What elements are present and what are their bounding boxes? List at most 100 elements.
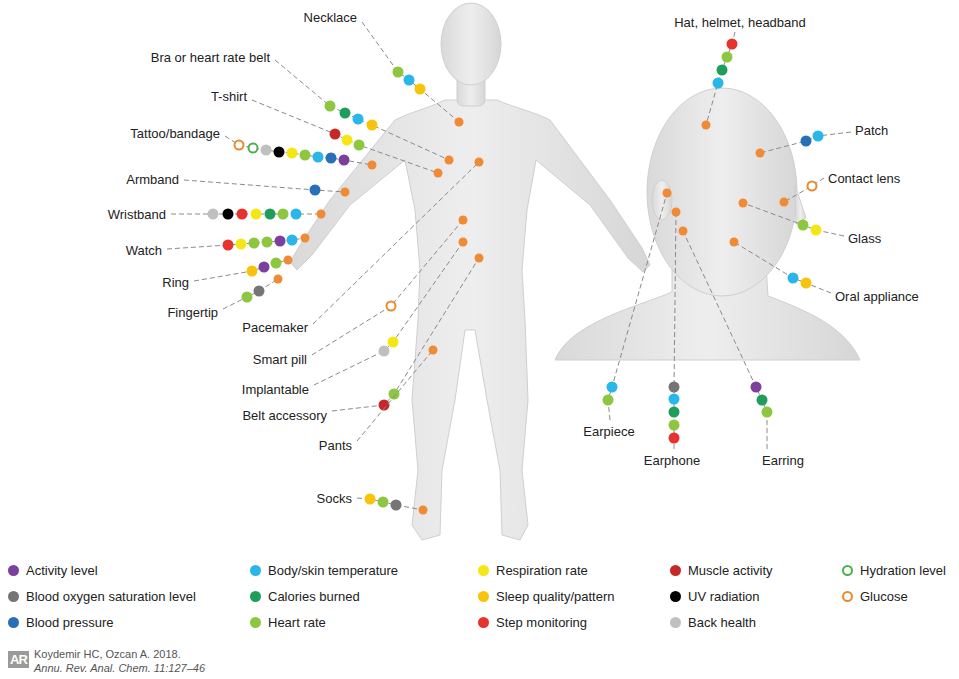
leader-line [252, 100, 438, 173]
legend-swatch [842, 591, 853, 602]
leader-line [225, 136, 372, 165]
metric-dot [713, 78, 724, 89]
metric-dot [415, 84, 426, 95]
device-label: Earpiece [583, 424, 634, 439]
leader-line [362, 22, 459, 122]
metric-dot [788, 273, 799, 284]
metric-dot [223, 209, 234, 220]
legend-label: Blood pressure [26, 615, 113, 630]
metric-dot [388, 337, 399, 348]
citation-text: Koydemir HC, Ozcan A. 2018. [34, 647, 181, 662]
metric-dot [393, 67, 404, 78]
legend-label: Heart rate [268, 615, 326, 630]
metric-dot [287, 148, 298, 159]
body-figure [290, 3, 650, 540]
device-label: Armband [126, 172, 179, 187]
device-label: Contact lens [828, 171, 900, 186]
body-site-dot [434, 169, 443, 178]
metric-dot [801, 278, 812, 289]
body-site-dot [368, 161, 377, 170]
metric-dot [798, 220, 809, 231]
metric-dot [727, 39, 738, 50]
metric-dot [762, 407, 773, 418]
metric-dot [391, 500, 402, 511]
legend-swatch [250, 591, 261, 602]
legend-swatch [250, 565, 261, 576]
body-site-dot [459, 238, 468, 247]
metric-dot [607, 382, 618, 393]
legend-swatch [478, 591, 489, 602]
leader-line [312, 220, 463, 355]
device-label: Pacemaker [242, 320, 308, 335]
device-label: Earring [762, 453, 804, 468]
metric-dot [326, 153, 337, 164]
legend-label: Step monitoring [496, 615, 587, 630]
metric-dot [235, 141, 244, 150]
metric-dot [669, 420, 680, 431]
metric-dot [325, 101, 336, 112]
body-site-dot [455, 118, 464, 127]
leader-line [683, 231, 767, 449]
leader-line [275, 60, 449, 160]
metric-dot [717, 65, 728, 76]
metric-dot [310, 185, 321, 196]
leader-line [332, 258, 479, 411]
legend-label: Body/skin temperature [268, 563, 398, 578]
metric-dot [757, 395, 768, 406]
legend-label: Activity level [26, 563, 98, 578]
body-site-dot [475, 158, 484, 167]
metric-dot [249, 238, 260, 249]
metric-dot [669, 433, 680, 444]
metric-dot [387, 302, 396, 311]
metric-dot [340, 108, 351, 119]
device-label: Earphone [644, 453, 700, 468]
device-label: Necklace [304, 10, 357, 25]
body-site-dot [702, 121, 711, 130]
legend-label: Sleep quality/pattern [496, 589, 615, 604]
metric-dot [259, 262, 270, 273]
legend-swatch [842, 565, 853, 576]
body-site-dot [445, 156, 454, 165]
device-label: Belt accessory [242, 408, 327, 423]
body-site-dot [780, 198, 789, 207]
legend-label: Calories burned [268, 589, 360, 604]
leader-line [743, 203, 844, 236]
body-site-dot [663, 189, 672, 198]
device-label: Pants [319, 438, 352, 453]
metric-dot [811, 225, 822, 236]
body-site-dot [301, 234, 310, 243]
metric-dot [365, 494, 376, 505]
head-bust [555, 88, 860, 360]
legend-swatch [8, 617, 19, 628]
metric-dot [353, 114, 364, 125]
metric-dot [722, 52, 733, 63]
metric-dot [389, 389, 400, 400]
legend-swatch [670, 591, 681, 602]
metric-dot [247, 266, 258, 277]
metric-dot [339, 155, 350, 166]
body-site-dot [419, 506, 428, 515]
metric-dot [354, 140, 365, 151]
body-site-dot [317, 210, 326, 219]
metric-dot [271, 258, 282, 269]
device-label: Wristband [108, 207, 166, 222]
legend-label: Respiration rate [496, 563, 588, 578]
body-site-dot [730, 238, 739, 247]
metric-dot [813, 131, 824, 142]
device-label: Tattoo/bandage [130, 126, 220, 141]
metric-dot [275, 236, 286, 247]
metric-dot [300, 150, 311, 161]
metric-dot [669, 382, 680, 393]
leader-line [784, 178, 824, 202]
device-label: Glass [848, 231, 881, 246]
legend-label: Muscle activity [688, 563, 773, 578]
metric-dot [313, 152, 324, 163]
metric-dot [379, 346, 390, 357]
metric-dot [404, 75, 415, 86]
legend-swatch [478, 565, 489, 576]
body-site-dot [341, 188, 350, 197]
metric-dot [367, 120, 378, 131]
metric-dot [751, 382, 762, 393]
metric-dot [261, 145, 272, 156]
